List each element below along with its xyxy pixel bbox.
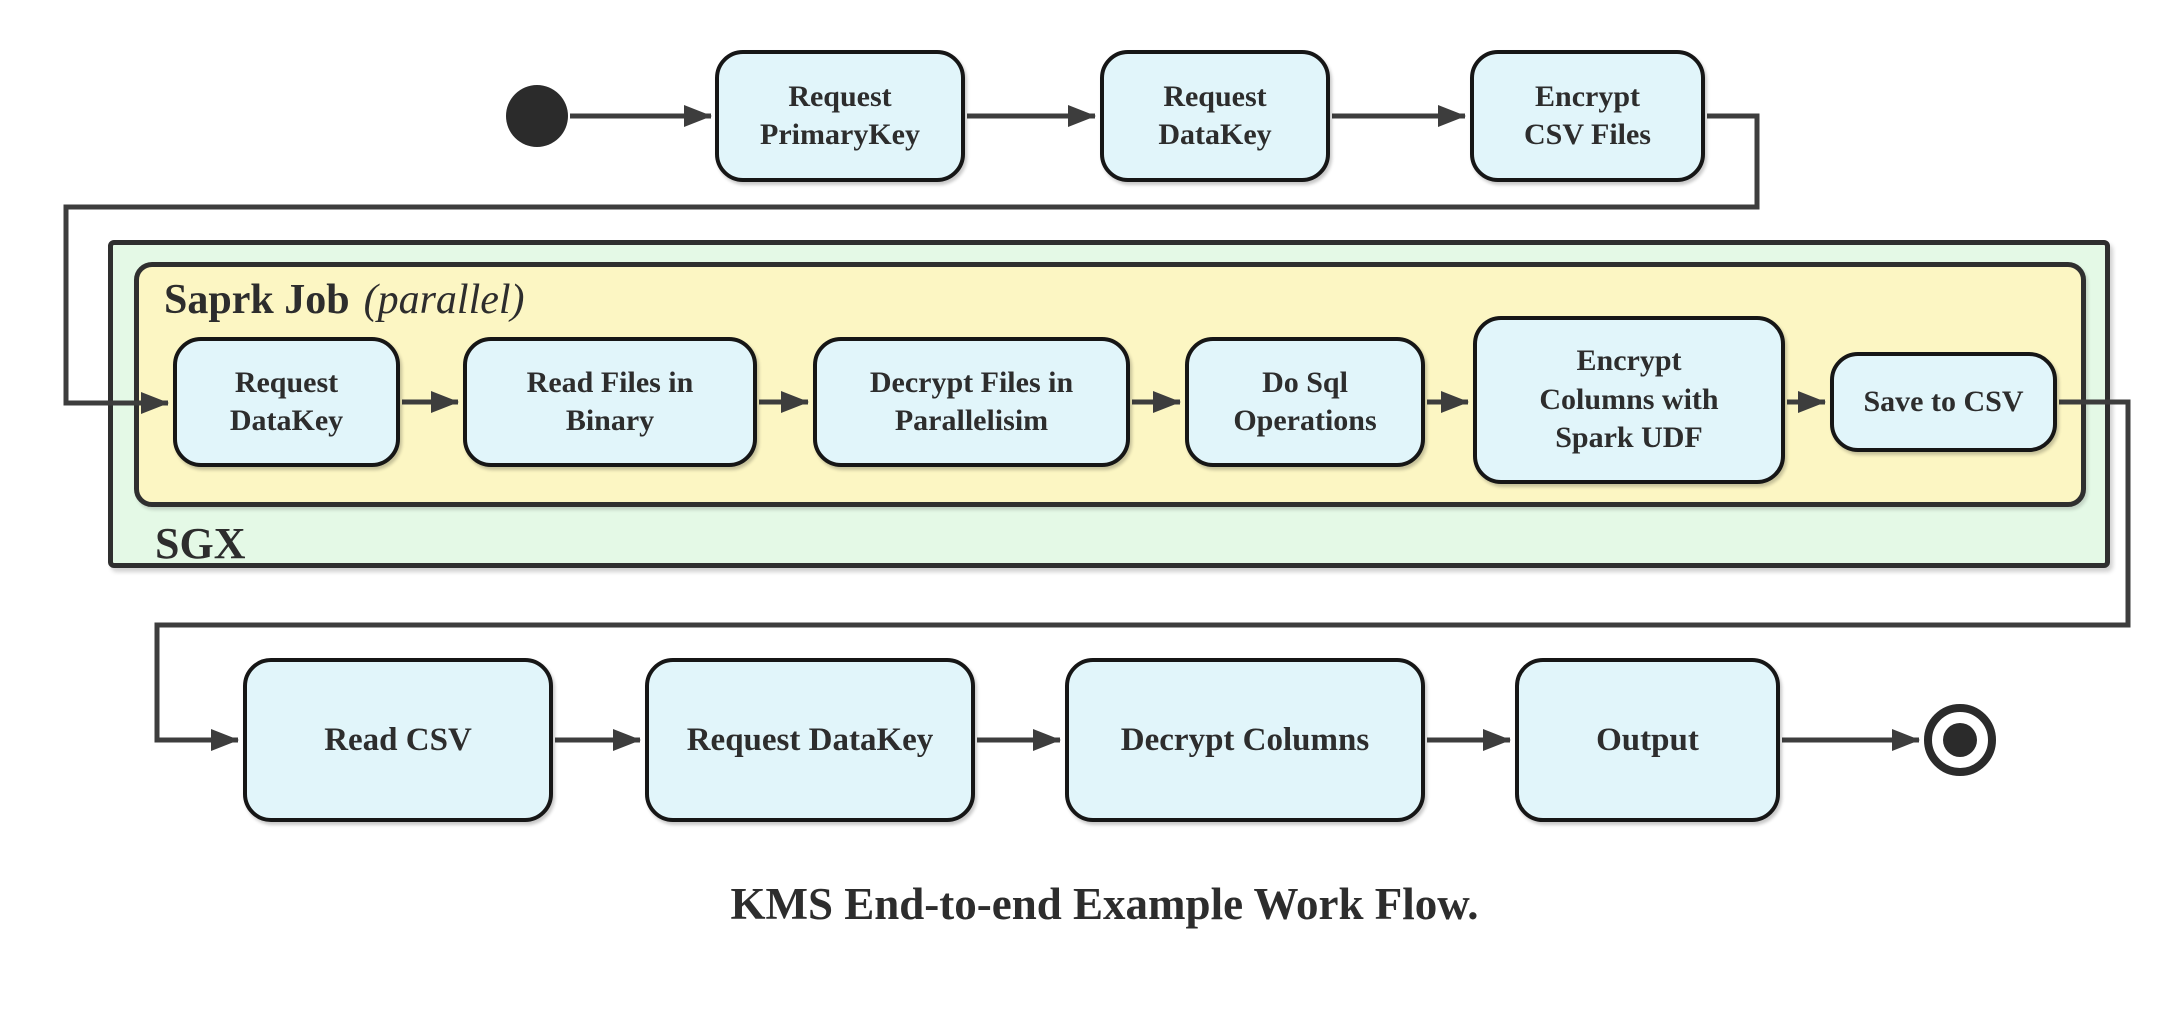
node-label: Decrypt Columns — [1120, 721, 1370, 758]
node-decrypt-files-in-parallelisim: Decrypt Files in Parallelisim — [813, 337, 1130, 467]
node-output: Output — [1515, 658, 1780, 822]
diagram-title: KMS End-to-end Example Work Flow. — [730, 879, 1479, 929]
node-label: Request DataKey — [229, 365, 344, 437]
node-request-datakey-bottom: Request DataKey — [645, 658, 975, 822]
node-label: Read CSV — [324, 721, 472, 758]
sgx-label: SGX — [155, 519, 246, 568]
node-label: Read Files in Binary — [526, 365, 694, 437]
node-label: Do Sql Operations — [1233, 365, 1377, 437]
start-state-icon — [506, 85, 568, 147]
node-label: Encrypt Columns with Spark UDF — [1539, 344, 1719, 455]
node-request-datakey-sgx: Request DataKey — [173, 337, 400, 467]
connector-encrypt-csv-to-sgx-request-datakey — [63, 113, 1760, 414]
node-label: Encrypt CSV Files — [1524, 79, 1651, 151]
node-read-files-in-binary: Read Files in Binary — [463, 337, 757, 467]
node-encrypt-csv-files: Encrypt CSV Files — [1470, 50, 1705, 182]
node-do-sql-operations: Do Sql Operations — [1185, 337, 1425, 467]
node-label: Request DataKey — [1158, 79, 1272, 151]
connector-save-csv-to-read-csv — [154, 399, 2131, 751]
node-request-primarykey: Request PrimaryKey — [715, 50, 965, 182]
node-encrypt-columns-with-spark-udf: Encrypt Columns with Spark UDF — [1473, 316, 1785, 484]
node-request-datakey-top: Request DataKey — [1100, 50, 1330, 182]
node-label: Output — [1596, 721, 1699, 758]
spark-job-label: Saprk Job (parallel) — [164, 276, 525, 324]
end-state-inner-dot — [1943, 723, 1977, 757]
node-label: Request DataKey — [686, 721, 934, 758]
spark-job-label-italic: (parallel) — [363, 277, 525, 323]
node-label: Decrypt Files in Parallelisim — [869, 365, 1074, 437]
spark-job-label-bold: Saprk Job — [164, 277, 350, 323]
node-label: Save to CSV — [1863, 384, 2024, 418]
end-state-icon — [1924, 704, 1996, 776]
node-save-to-csv: Save to CSV — [1830, 352, 2057, 452]
node-decrypt-columns: Decrypt Columns — [1065, 658, 1425, 822]
node-label: Request PrimaryKey — [760, 79, 920, 151]
node-read-csv: Read CSV — [243, 658, 553, 822]
